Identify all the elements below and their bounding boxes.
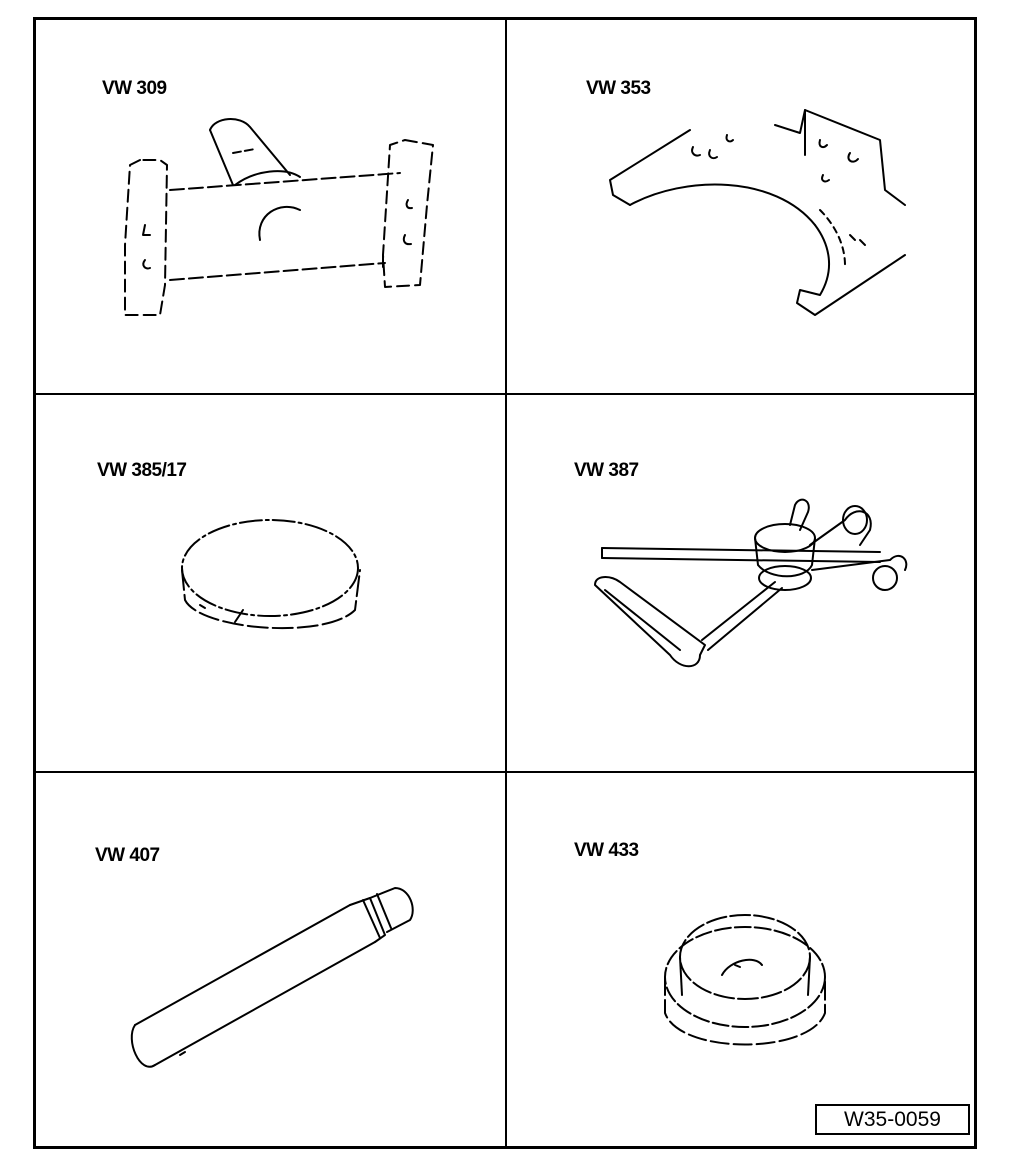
- thrust-piece-icon: [664, 914, 826, 1046]
- tool-label-vw-385-17: VW 385/17: [97, 460, 187, 481]
- figure-code: W35-0059: [815, 1104, 970, 1135]
- tool-label-vw-433: VW 433: [574, 840, 639, 861]
- row-divider-2: [33, 771, 977, 773]
- drift-icon: [130, 887, 414, 1068]
- dial-gauge-holder-icon: [594, 498, 908, 668]
- row-divider-1: [33, 393, 977, 395]
- tool-label-vw-407: VW 407: [95, 845, 160, 866]
- tool-label-vw-387: VW 387: [574, 460, 639, 481]
- support-bracket-icon: [124, 118, 434, 316]
- disc-icon: [181, 519, 361, 630]
- flywheel-holder-icon: [609, 109, 906, 316]
- column-divider: [505, 17, 507, 1149]
- tool-label-vw-309: VW 309: [102, 78, 167, 99]
- tool-label-vw-353: VW 353: [586, 78, 651, 99]
